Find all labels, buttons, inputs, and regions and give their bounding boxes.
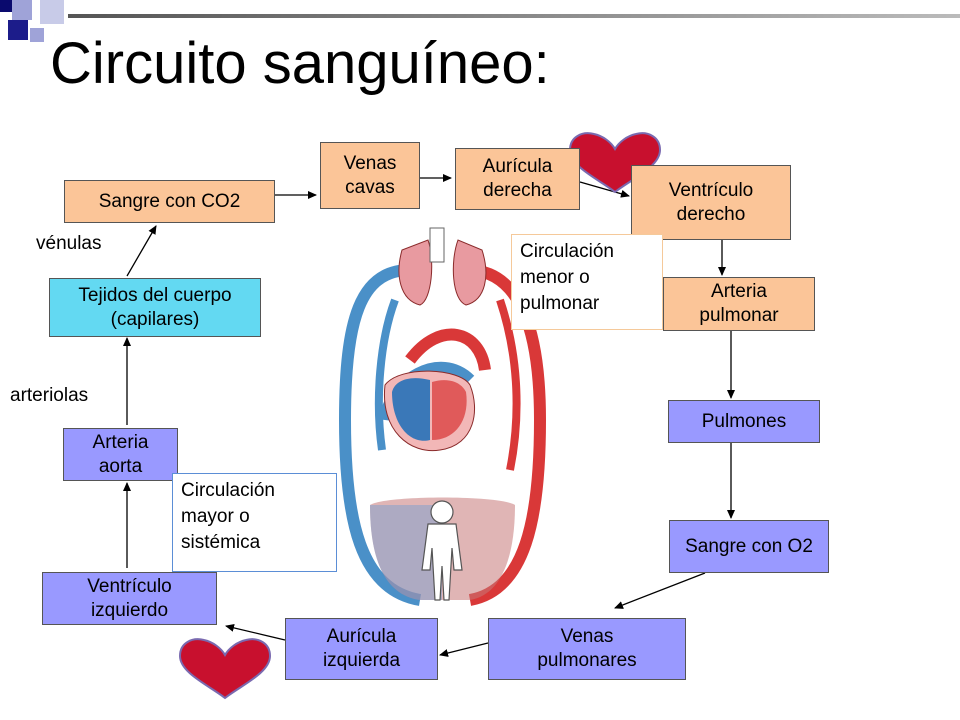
note-circulacion-mayor: Circulación mayor o sistémica <box>172 473 337 572</box>
box-venas-pulmonares: Venas pulmonares <box>488 618 686 680</box>
box-ventriculo-derecho: Ventrículo derecho <box>631 165 791 240</box>
box-arteria-pulmonar: Arteria pulmonar <box>663 277 815 331</box>
box-auricula-derecha: Aurícula derecha <box>455 148 580 210</box>
box-pulmones: Pulmones <box>668 400 820 443</box>
label-venulas: vénulas <box>36 233 102 254</box>
box-tejidos-del-cuerpo: Tejidos del cuerpo (capilares) <box>49 278 261 337</box>
box-sangre-con-o2: Sangre con O2 <box>669 520 829 573</box>
box-arteria-aorta: Arteria aorta <box>63 428 178 481</box>
heart-icon <box>178 638 272 700</box>
box-venas-cavas: Venas cavas <box>320 142 420 209</box>
box-auricula-izquierda: Aurícula izquierda <box>285 618 438 680</box>
note-circulacion-menor: Circulación menor o pulmonar <box>511 234 663 330</box>
flow-arrows <box>123 174 735 657</box>
slide-title: Circuito sanguíneo: <box>50 31 550 96</box>
label-arteriolas: arteriolas <box>10 385 89 406</box>
box-sangre-con-co2: Sangre con CO2 <box>64 180 275 223</box>
box-ventriculo-izquierdo: Ventrículo izquierdo <box>42 572 217 625</box>
circulatory-system-illustration <box>338 227 547 606</box>
